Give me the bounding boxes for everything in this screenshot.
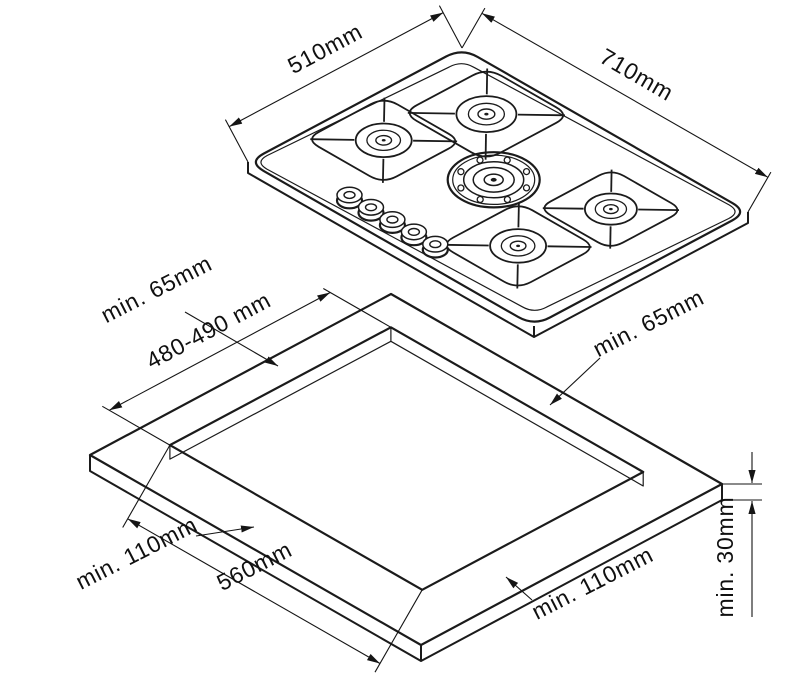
grate-finger xyxy=(516,264,519,289)
hob-side-thickness xyxy=(247,162,749,338)
extension-lines xyxy=(461,7,772,213)
burner-center-dot xyxy=(484,112,489,116)
grate-finger xyxy=(407,112,455,115)
wok-bolt xyxy=(522,184,531,192)
wok-bolt xyxy=(457,184,465,192)
burner-ring-inner xyxy=(366,129,402,152)
knob-top xyxy=(336,186,363,204)
burner-center-dot xyxy=(516,244,521,248)
cutout-inner-walls xyxy=(169,327,644,487)
extension-lines xyxy=(122,444,423,673)
hob-burners xyxy=(310,68,680,289)
grate-finger xyxy=(517,113,566,117)
extension-lines xyxy=(102,288,392,446)
burner xyxy=(310,97,458,183)
dimension-560: 560mm xyxy=(122,444,423,673)
dimension-510: 510mm xyxy=(224,5,463,163)
dimension-30: min. 30mm xyxy=(712,452,762,617)
side-clearance-label: min. 65mm xyxy=(589,284,709,362)
dimension-line xyxy=(481,12,769,178)
grate-finger xyxy=(547,245,592,248)
dimension-line xyxy=(228,12,444,128)
burner xyxy=(542,169,680,249)
leader-line xyxy=(184,311,279,367)
control-knob xyxy=(378,211,406,235)
wok-bolt xyxy=(476,195,484,204)
wok-burner xyxy=(446,151,541,209)
dimension-710: 710mm xyxy=(461,7,772,213)
dimension-480-490: 480-490 mm xyxy=(102,287,392,446)
worktop-cutout-view: 480-490 mm min. 65mm min. 65mm 560mm min… xyxy=(71,250,762,673)
clearance-side: min. 65mm xyxy=(549,284,709,406)
knob-grip xyxy=(343,190,356,200)
control-knob xyxy=(357,198,385,222)
grate-finger xyxy=(517,203,520,228)
thickness-label: min. 30mm xyxy=(712,497,738,618)
leader-line xyxy=(505,576,533,601)
clearance-front: min. 110mm xyxy=(505,541,657,625)
wok-center-dot xyxy=(490,177,497,182)
back-clearance-label: min. 65mm xyxy=(97,250,217,328)
cutout-opening xyxy=(168,326,645,591)
wok-bolt xyxy=(503,195,512,204)
knob-grip xyxy=(407,227,421,237)
grate-finger xyxy=(382,158,385,183)
worktop-thickness-edge xyxy=(89,455,723,662)
tick-lines xyxy=(722,483,762,501)
control-knob xyxy=(400,223,428,247)
wok-bolt xyxy=(522,167,531,176)
hob-width-label: 710mm xyxy=(595,43,678,106)
knob-top xyxy=(379,211,406,229)
pan-support-frame xyxy=(543,171,679,247)
hob-inner-rim xyxy=(260,63,736,311)
grate-finger xyxy=(413,139,458,143)
knob-grip xyxy=(429,240,442,249)
burner-ring-inner xyxy=(594,199,628,220)
knob-grip xyxy=(386,215,399,224)
grate-finger xyxy=(310,138,355,141)
control-knob xyxy=(335,186,364,210)
grate-finger xyxy=(444,243,489,247)
wok-bolt xyxy=(457,168,465,176)
burner-ring-outer xyxy=(489,228,547,264)
dimension-line xyxy=(108,292,331,411)
burner xyxy=(407,68,566,160)
pan-support-frame xyxy=(445,205,591,287)
knob-top xyxy=(400,223,428,241)
grate-finger xyxy=(542,207,584,210)
grate-finger xyxy=(638,208,680,211)
knob-grip xyxy=(364,203,378,212)
hob-depth-label: 510mm xyxy=(283,18,366,79)
burner-ring-outer xyxy=(584,192,638,226)
burner-center-dot xyxy=(609,207,613,211)
pan-support-frame xyxy=(311,99,457,181)
control-knob xyxy=(421,235,449,259)
wok-bolt xyxy=(476,156,484,164)
dimension-line xyxy=(127,518,381,664)
leader-line xyxy=(195,525,255,537)
hob-control-knobs xyxy=(335,186,449,259)
burner-center-dot xyxy=(381,139,386,142)
grate-finger xyxy=(383,97,386,122)
knob-top xyxy=(357,198,385,216)
burner xyxy=(444,203,592,289)
leader-line xyxy=(549,357,601,406)
hob-outline xyxy=(254,51,742,323)
burner-ring-inner xyxy=(500,235,536,257)
knob-top xyxy=(422,235,449,253)
wok-bolt xyxy=(503,156,511,164)
